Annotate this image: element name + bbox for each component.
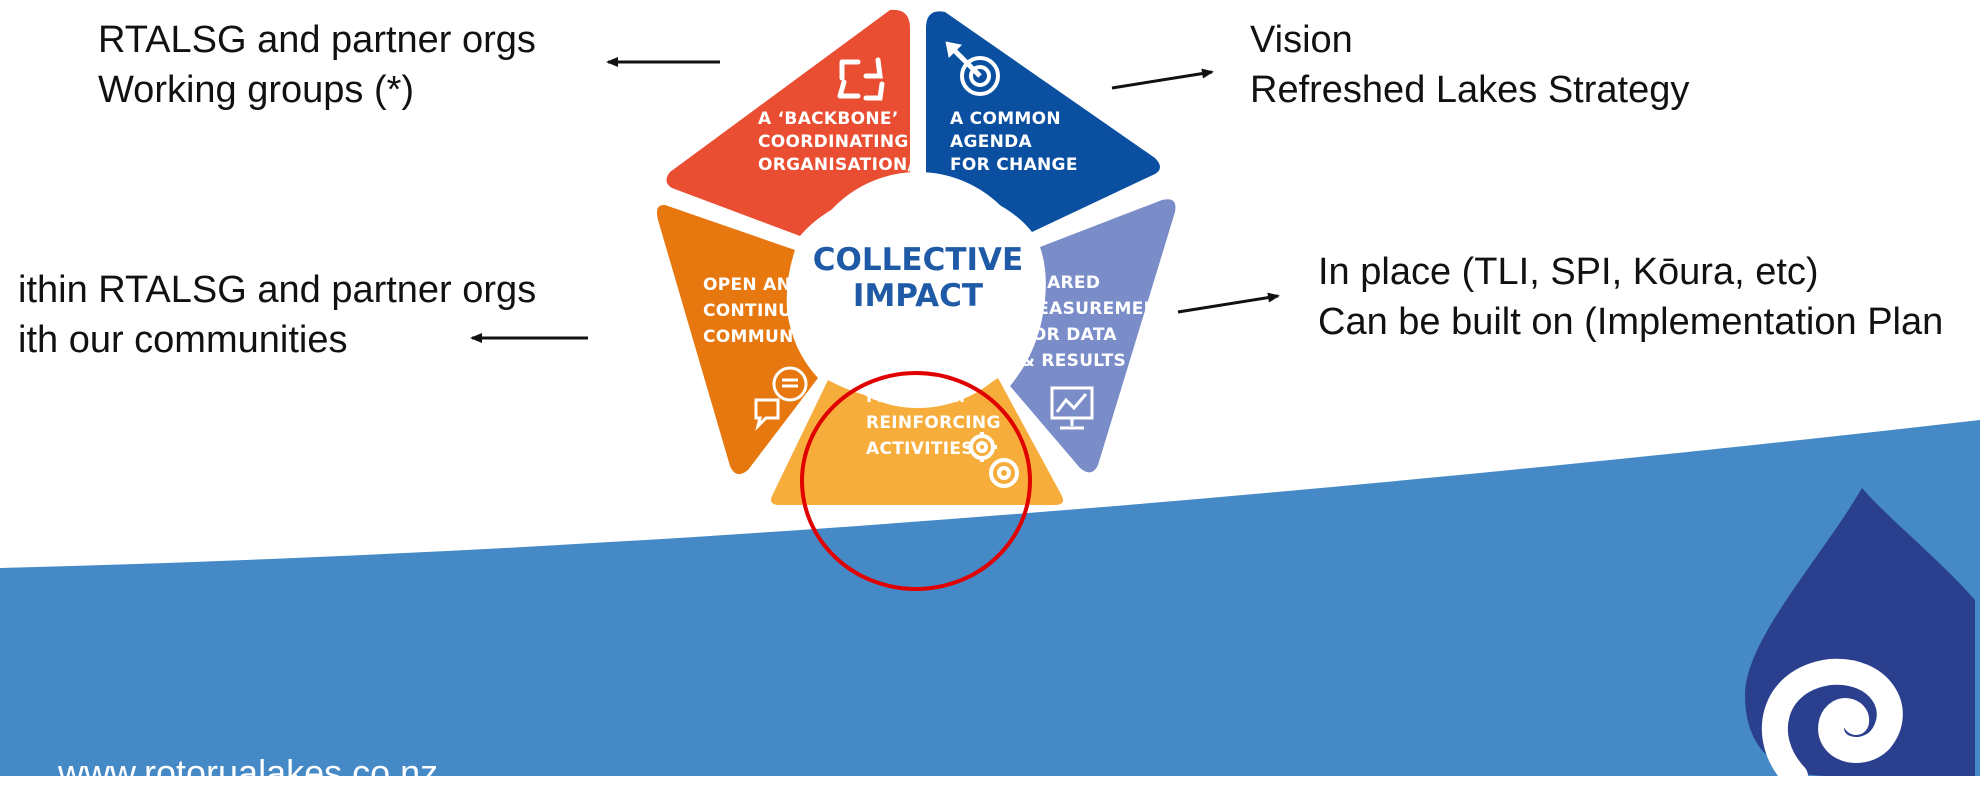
- measurement-label-line-1: SHARED: [1020, 273, 1100, 293]
- center-label-line-1: COLLECTIVE: [813, 242, 1023, 278]
- annotation-backbone-line-1: RTALSG and partner orgs: [98, 19, 536, 61]
- measurement-label-line-3: FOR DATA: [1020, 325, 1117, 345]
- annotation-agenda-line-1: Vision: [1250, 19, 1353, 61]
- communications-label-line-1: OPEN AND: [703, 275, 806, 295]
- activities-label-line-2: REINFORCING: [866, 413, 1001, 433]
- annotation-communications-line-2: ith our communities: [18, 319, 348, 361]
- chart-monitor-icon: [1050, 386, 1094, 430]
- arrow-measurement: [1177, 292, 1280, 314]
- arrow-agenda: [1111, 68, 1214, 90]
- measurement-label-line-2: MEASUREMENT: [1020, 299, 1170, 319]
- center-label-line-2: IMPACT: [853, 278, 983, 314]
- collective-impact-slide: COLLECTIVE IMPACT A ‘BACKBONE’ COORDINAT…: [0, 9, 1980, 776]
- agenda-label-line-3: FOR CHANGE: [950, 155, 1078, 175]
- target-arrow-icon: [945, 41, 1000, 96]
- annotation-agenda-line-2: Refreshed Lakes Strategy: [1250, 69, 1690, 111]
- measurement-label-line-4: & RESULTS: [1020, 351, 1126, 371]
- footer-url[interactable]: www.rotorualakes.co.nz: [58, 752, 439, 793]
- agenda-label-line-1: A COMMON: [950, 109, 1061, 129]
- backbone-label-line-1: A ‘BACKBONE’: [758, 109, 899, 129]
- gears-icon: [967, 432, 1019, 488]
- annotation-backbone-line-2: Working groups (*): [98, 69, 415, 111]
- communications-label-line-3: COMMUNICATIONS: [703, 327, 885, 347]
- water-drop-logo: [1745, 488, 1975, 776]
- recycle-arrows-icon: [837, 57, 885, 101]
- activities-label-line-1: MUTUALLY: [866, 387, 969, 407]
- speech-bubbles-icon: [754, 366, 808, 431]
- backbone-label-line-2: COORDINATING: [758, 132, 909, 152]
- collective-impact-center: [800, 172, 1036, 408]
- activities-label-line-3: ACTIVITIES: [866, 439, 974, 459]
- highlight-circle: [800, 371, 1032, 591]
- segment-backbone: [666, 9, 910, 237]
- footer-wave: [0, 420, 1980, 776]
- backbone-label-line-3: ORGANISATION/S: [758, 155, 927, 175]
- annotation-communications-line-1: ithin RTALSG and partner orgs: [18, 269, 537, 311]
- annotation-measurement-line-1: In place (TLI, SPI, Kōura, etc): [1318, 251, 1819, 293]
- agenda-label-line-2: AGENDA: [950, 132, 1033, 152]
- annotation-measurement-line-2: Can be built on (Implementation Plan: [1318, 301, 1944, 343]
- communications-label-line-2: CONTINUOUS: [703, 301, 834, 321]
